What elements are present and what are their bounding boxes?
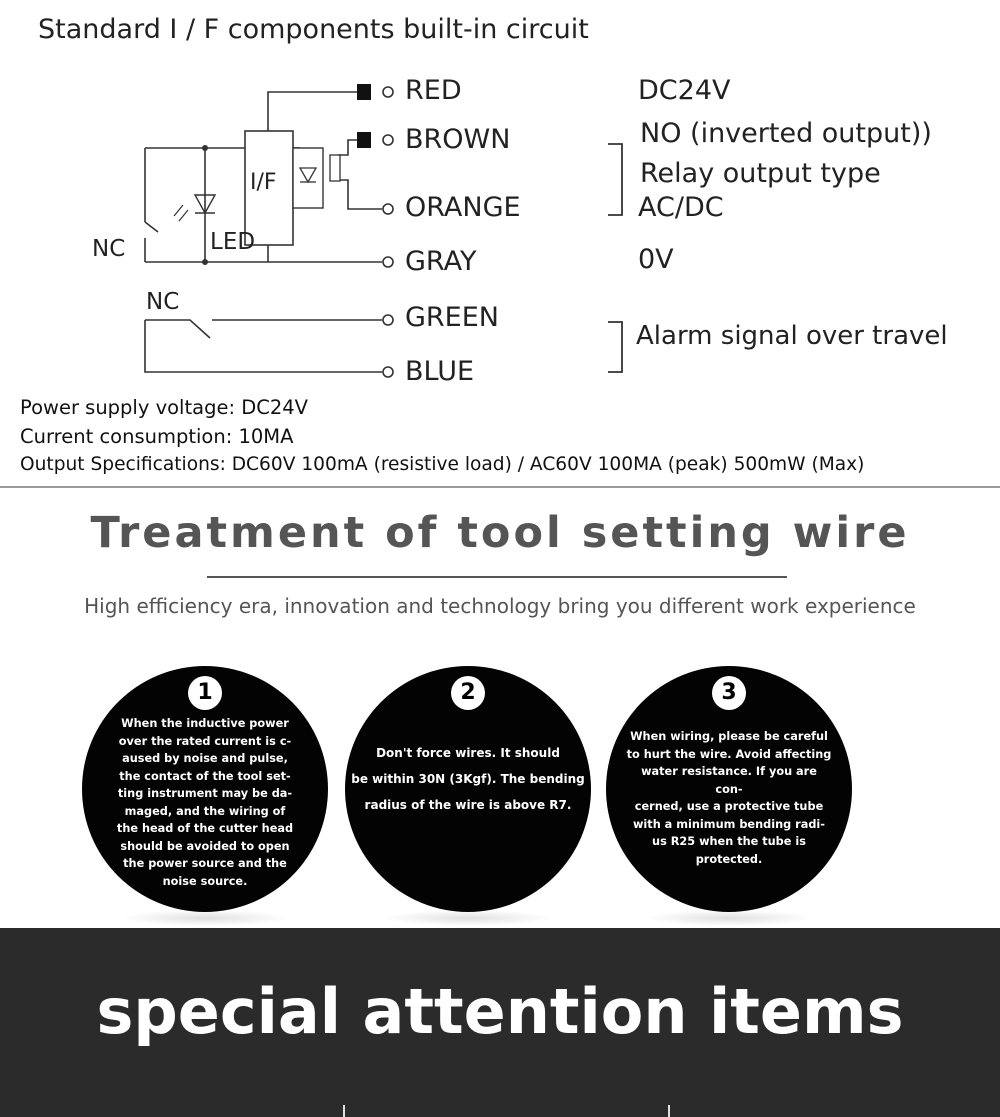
nc-bottom-label: NC [146,289,180,315]
relay-box [292,147,324,209]
red-connector [357,84,371,100]
attention-title: special attention items [96,975,904,1048]
diagram-title: Standard I / F components built-in circu… [38,14,589,45]
wire-red: RED [405,75,462,106]
treatment-subtitle: High efficiency era, innovation and tech… [84,594,916,618]
section-divider [0,486,1000,488]
relay-description-2: Relay output type [640,158,881,189]
wire-orange: ORANGE [405,192,521,223]
treatment-title: Treatment of tool setting wire [90,508,910,558]
led-label: LED [210,229,256,255]
title-underline [207,576,787,578]
treatment-item-1: 1 When the inductive power over the rate… [82,666,328,912]
if-label: I/F [250,170,277,195]
treatment-item-3: 3 When wiring, please be careful to hurt… [606,666,852,912]
alarm-description: Alarm signal over travel [636,321,948,351]
item-text: When wiring, please be careful to hurt t… [626,730,832,866]
brown-connector [357,132,371,148]
relay-description-3: AC/DC [638,192,724,223]
band-divider-right [668,1105,670,1117]
band-divider-left [343,1105,345,1117]
item-text: When the inductive power over the rated … [116,717,294,888]
spec-power-supply: Power supply voltage: DC24V [20,396,308,419]
wire-gray: GRAY [405,246,477,277]
if-box [244,130,294,246]
circuit-diagram [144,84,623,378]
wire-brown: BROWN [405,124,511,155]
item-shadow [383,910,553,926]
item-number-badge: 1 [188,676,222,710]
item-shadow [120,910,290,926]
item-text: Don't force wires. It should be within 3… [351,746,585,812]
attention-band [0,928,1000,1117]
item-number-badge: 3 [712,676,746,710]
wire-blue: BLUE [405,356,475,387]
item-shadow [644,910,814,926]
red-description: DC24V [638,75,731,106]
nc-top-label: NC [92,236,126,262]
gray-description: 0V [638,244,674,275]
item-number-badge: 2 [451,676,485,710]
spec-output: Output Specifications: DC60V 100mA (resi… [20,454,865,475]
treatment-item-2: 2 Don't force wires. It should be within… [345,666,591,912]
spec-current: Current consumption: 10MA [20,425,294,448]
relay-description-1: NO (inverted output)) [640,118,932,149]
wire-green: GREEN [405,302,499,333]
